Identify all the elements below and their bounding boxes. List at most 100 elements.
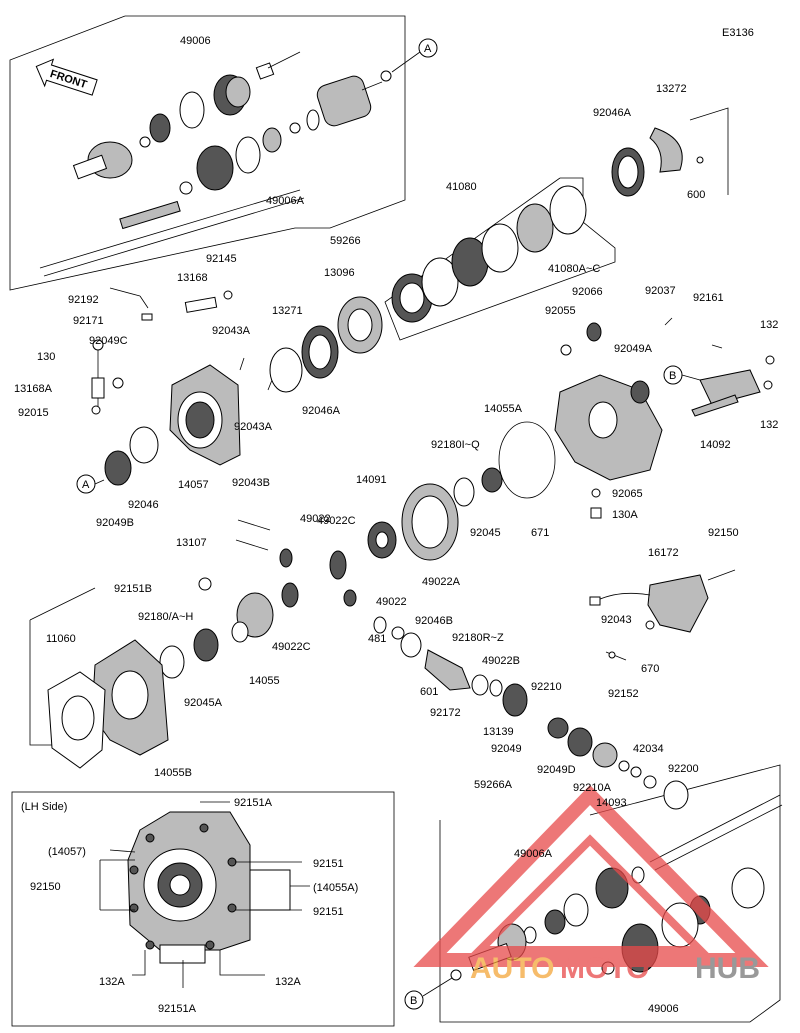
- part-number-label: (14057): [48, 846, 86, 858]
- rear-shaft-frame: [439, 764, 781, 1023]
- part-number-label: 92172: [430, 707, 461, 719]
- part-number-label: 92043A: [212, 325, 251, 337]
- bracket-frame: [689, 107, 729, 195]
- part-number-label: 92043: [601, 614, 632, 626]
- part-number-label: 92049: [491, 743, 522, 755]
- callout-b-right: B: [663, 365, 701, 385]
- part-number-label: 670: [641, 663, 659, 675]
- part-number-label: 92151A: [158, 1003, 197, 1015]
- part-number-label: 600: [687, 189, 705, 201]
- part-number-label: 92180/A~H: [138, 611, 193, 623]
- part-number-label: 14057: [178, 479, 209, 491]
- part-number-label: 14092: [700, 439, 731, 451]
- part-number-label: 92015: [18, 407, 49, 419]
- part-number-label: 92049D: [537, 764, 576, 776]
- part-number-label: 16172: [648, 547, 679, 559]
- part-number-label: 132A: [99, 976, 125, 988]
- part-number-label: 14055B: [154, 767, 192, 779]
- part-number-label: 41080A~C: [548, 263, 600, 275]
- part-labels: 4900649006A592664108041080A~C1327292046A…: [14, 35, 778, 1015]
- part-number-label: 13168: [177, 272, 208, 284]
- part-number-label: 92055: [545, 305, 576, 317]
- watermark-text-hub: HUB: [695, 952, 760, 985]
- part-number-label: 92037: [645, 285, 676, 297]
- part-number-label: 92200: [668, 763, 699, 775]
- part-number-label: 49006A: [266, 195, 305, 207]
- part-number-label: 92049C: [89, 335, 128, 347]
- part-number-label: 14091: [356, 474, 387, 486]
- actuator-16172: [589, 569, 736, 661]
- front-drive-shaft: [39, 51, 392, 277]
- part-number-label: 92046A: [302, 405, 341, 417]
- part-number-label: 11060: [46, 633, 76, 645]
- part-number-label: 41080: [446, 181, 477, 193]
- part-number-label: 59266: [330, 235, 361, 247]
- part-number-label: 601: [420, 686, 438, 698]
- differential-gears: [159, 519, 422, 679]
- callout-a-top: A: [391, 38, 438, 73]
- part-number-label: 13168A: [14, 383, 53, 395]
- part-number-label: 92049B: [96, 517, 134, 529]
- part-number-label: 49022A: [422, 576, 461, 588]
- watermark-text-auto: AUTO: [470, 952, 554, 985]
- part-number-label: 92046B: [415, 615, 453, 627]
- part-number-label: 49022B: [482, 655, 520, 667]
- part-number-label: 130A: [612, 509, 638, 521]
- front-shaft-frame: [9, 15, 406, 291]
- callout-a-left: A: [76, 474, 105, 494]
- part-number-label: 13139: [483, 726, 514, 738]
- callout-b-bottom: B: [404, 977, 453, 1010]
- part-number-label: 92151B: [114, 583, 152, 595]
- part-number-label: 92210: [531, 681, 562, 693]
- svg-text:A: A: [424, 43, 432, 55]
- svg-text:B: B: [669, 370, 676, 382]
- part-number-label: 92049A: [614, 343, 653, 355]
- part-number-label: 92210A: [573, 782, 612, 794]
- front-housing-14057: [91, 339, 241, 486]
- clutch-discs: [391, 185, 587, 323]
- diagram-code: E3136: [722, 27, 754, 39]
- front-cover-14055b: [47, 639, 169, 769]
- svg-text:A: A: [82, 479, 90, 491]
- part-number-label: 42034: [633, 743, 664, 755]
- part-number-label: 49006A: [514, 848, 553, 860]
- part-number-label: 92065: [612, 488, 643, 500]
- watermark-text-moto: MOTO: [560, 952, 649, 985]
- bearing-plate: [611, 127, 704, 197]
- ring-gear: [367, 467, 503, 561]
- part-number-label: 92152: [608, 688, 639, 700]
- part-number-label: 92046: [128, 499, 159, 511]
- part-number-label: 92043B: [232, 477, 270, 489]
- part-number-label: 130: [37, 351, 55, 363]
- clutch-hub: [269, 296, 383, 393]
- clutch-disc-frame: [384, 177, 616, 341]
- part-number-label: 92180I~Q: [431, 439, 480, 451]
- lh-side-title: (LH Side): [21, 801, 67, 813]
- part-number-label: 92145: [206, 253, 237, 265]
- part-number-label: 671: [531, 527, 549, 539]
- part-number-label: 13271: [272, 305, 303, 317]
- part-number-label: 92151A: [234, 797, 273, 809]
- main-housing-14055a: [498, 317, 775, 519]
- part-number-label: 132: [760, 419, 778, 431]
- part-number-label: 92043A: [234, 421, 273, 433]
- part-number-label: 481: [368, 633, 386, 645]
- part-number-label: 92150: [708, 527, 739, 539]
- part-number-label: 92066: [572, 286, 603, 298]
- part-number-label: 92045: [470, 527, 501, 539]
- part-number-label: 132: [760, 319, 778, 331]
- lh-side-box: [11, 791, 395, 1027]
- part-number-label: 49022C: [317, 515, 356, 527]
- front-arrow-icon: [35, 58, 98, 96]
- part-number-label: 49006: [180, 35, 211, 47]
- part-number-label: 92045A: [184, 697, 223, 709]
- part-number-label: 92161: [693, 292, 724, 304]
- part-number-label: 132A: [275, 976, 301, 988]
- part-number-label: 49006: [648, 1003, 679, 1015]
- pinion-shaft: [424, 649, 689, 810]
- cover-frame: [29, 587, 96, 621]
- part-number-label: 13272: [656, 83, 687, 95]
- part-number-label: 49022: [300, 513, 331, 525]
